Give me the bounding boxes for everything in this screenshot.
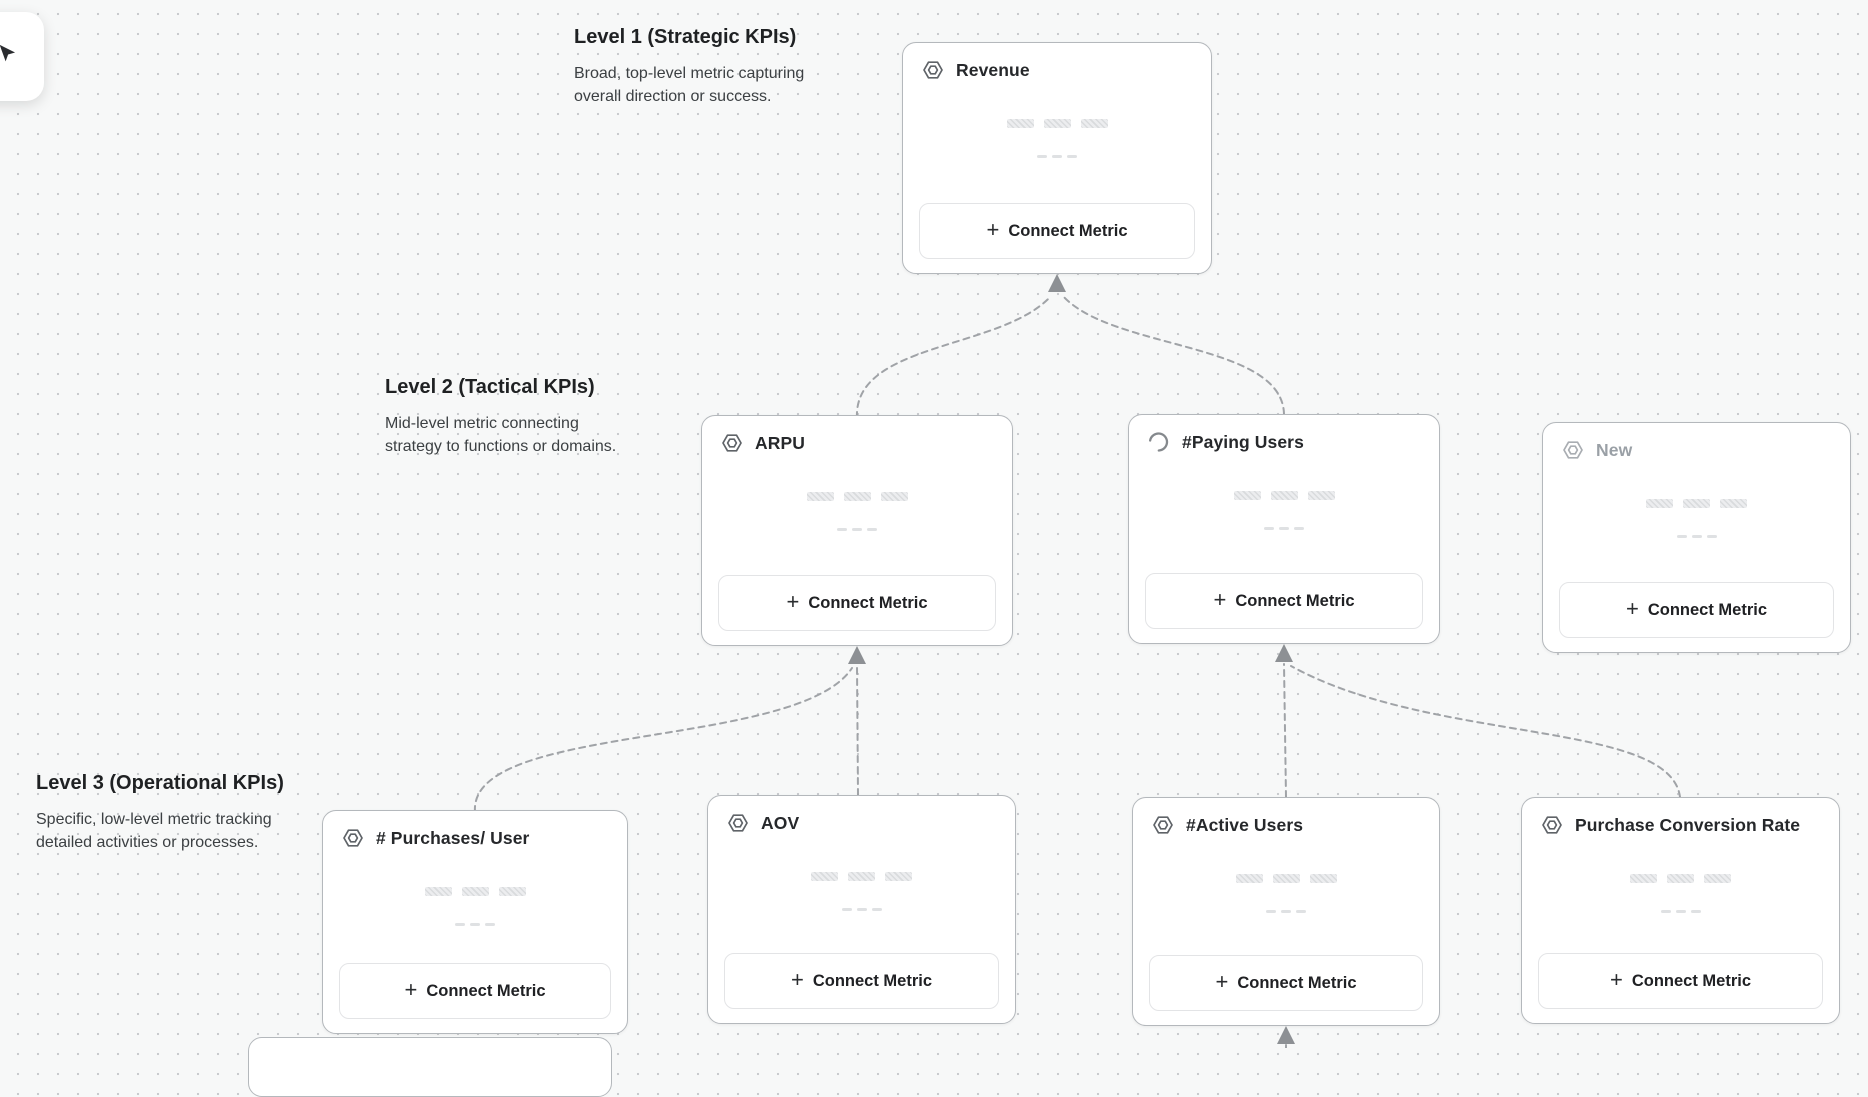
plus-icon: +	[1609, 967, 1623, 992]
metric-preview-skeleton	[1133, 874, 1439, 913]
connect-metric-label: Connect Metric	[426, 981, 546, 1000]
connect-metric-button[interactable]: + Connect Metric	[1559, 582, 1834, 638]
edge-arpu-to-revenue[interactable]	[855, 295, 1052, 419]
card-header: ARPU	[720, 431, 1000, 455]
metric-card-title: Purchase Conversion Rate	[1575, 814, 1801, 835]
hexagon-metric-icon	[1540, 813, 1564, 837]
cursor-icon	[0, 45, 16, 62]
connect-metric-label: Connect Metric	[1647, 600, 1768, 619]
metric-card-title: #Active Users	[1186, 814, 1304, 835]
metric-preview-skeleton	[903, 119, 1211, 158]
metric-preview-skeleton	[1522, 874, 1839, 913]
arrowhead-into-active-users	[1277, 1026, 1295, 1044]
hexagon-metric-icon	[720, 431, 744, 455]
card-header: #Paying Users	[1147, 430, 1427, 454]
level-3-label: Level 3 (Operational KPIs) Specific, low…	[36, 772, 321, 854]
metric-preview-skeleton	[708, 872, 1015, 911]
connect-metric-label: Connect Metric	[1237, 973, 1357, 992]
connect-metric-button[interactable]: + Connect Metric	[1538, 953, 1823, 1009]
metric-card-title: New	[1596, 439, 1633, 460]
plus-icon: +	[1213, 587, 1227, 612]
metric-preview-skeleton	[702, 492, 1012, 531]
metric-preview-skeleton	[1543, 499, 1850, 538]
card-header: Purchase Conversion Rate	[1540, 813, 1827, 837]
hexagon-metric-icon	[726, 811, 750, 835]
level-2-label: Level 2 (Tactical KPIs) Mid-level metric…	[385, 376, 645, 458]
level-3-description: Specific, low-level metric tracking deta…	[36, 811, 272, 851]
card-header: #Active Users	[1151, 813, 1427, 837]
metric-card-title: Revenue	[956, 59, 1030, 80]
plus-icon: +	[790, 967, 804, 992]
connect-metric-label: Connect Metric	[1008, 221, 1128, 240]
edge-conversion-rate-to-paying-users[interactable]	[1290, 665, 1681, 798]
metric-card-aov[interactable]: AOV + Connect Metric	[707, 795, 1016, 1024]
arrowhead-into-arpu	[848, 646, 866, 664]
level-2-heading: Level 2 (Tactical KPIs)	[385, 376, 595, 398]
loading-spinner-icon	[1147, 430, 1171, 454]
connect-metric-button[interactable]: + Connect Metric	[724, 953, 999, 1009]
arrowhead-into-paying-users	[1275, 644, 1293, 662]
metric-preview-skeleton	[1129, 491, 1439, 530]
connect-metric-button[interactable]: + Connect Metric	[919, 203, 1195, 259]
connect-metric-label: Connect Metric	[812, 971, 933, 990]
plus-icon: +	[786, 589, 800, 614]
edge-purchases-to-arpu[interactable]	[473, 667, 853, 813]
plus-icon: +	[1215, 969, 1229, 994]
connect-metric-label: Connect Metric	[1631, 971, 1752, 990]
plus-icon: +	[404, 977, 418, 1002]
metric-card-new[interactable]: New + Connect Metric	[1542, 422, 1851, 653]
connect-metric-button[interactable]: + Connect Metric	[339, 963, 611, 1019]
level-3-heading: Level 3 (Operational KPIs)	[36, 772, 284, 794]
metric-preview-skeleton	[323, 887, 627, 926]
level-1-heading: Level 1 (Strategic KPIs)	[574, 26, 797, 48]
metric-card-title: ARPU	[755, 432, 805, 453]
metric-card-purchase-conversion-rate[interactable]: Purchase Conversion Rate + Connect Metri…	[1521, 797, 1840, 1024]
connector-layer	[473, 274, 1681, 1048]
hexagon-metric-icon	[1151, 813, 1175, 837]
metric-card-paying-users[interactable]: #Paying Users + Connect Metric	[1128, 414, 1440, 644]
hexagon-metric-icon	[341, 826, 365, 850]
card-header: New	[1561, 438, 1838, 462]
plus-icon: +	[1625, 596, 1639, 621]
metric-card-title: # Purchases/ User	[376, 827, 530, 848]
connect-metric-label: Connect Metric	[808, 593, 928, 612]
connect-metric-button[interactable]: + Connect Metric	[1145, 573, 1423, 629]
card-header: # Purchases/ User	[341, 826, 615, 850]
metric-card-partial-offscreen[interactable]	[248, 1037, 612, 1097]
edge-paying-users-to-revenue[interactable]	[1062, 295, 1285, 415]
connect-metric-label: Connect Metric	[1235, 591, 1355, 610]
metric-card-title: AOV	[761, 812, 800, 833]
connect-metric-button[interactable]: + Connect Metric	[718, 575, 996, 631]
arrowhead-into-revenue	[1048, 274, 1066, 292]
edge-active-users-to-paying-users[interactable]	[1283, 663, 1287, 798]
edge-aov-to-arpu[interactable]	[856, 665, 859, 796]
level-1-description: Broad, top-level metric capturing overal…	[574, 65, 805, 105]
metric-card-purchases-per-user[interactable]: # Purchases/ User + Connect Metric	[322, 810, 628, 1034]
plus-icon: +	[986, 217, 1000, 242]
metric-card-active-users[interactable]: #Active Users + Connect Metric	[1132, 797, 1440, 1026]
connect-metric-button[interactable]: + Connect Metric	[1149, 955, 1423, 1011]
metric-card-arpu[interactable]: ARPU + Connect Metric	[701, 415, 1013, 646]
card-header: AOV	[726, 811, 1003, 835]
hexagon-metric-icon	[921, 58, 945, 82]
canvas-toolbar-panel[interactable]	[0, 12, 44, 101]
hexagon-metric-icon	[1561, 438, 1585, 462]
card-header: Revenue	[921, 58, 1199, 82]
metric-card-revenue[interactable]: Revenue + Connect Metric	[902, 42, 1212, 274]
level-1-label: Level 1 (Strategic KPIs) Broad, top-leve…	[574, 26, 846, 108]
metric-card-title: #Paying Users	[1182, 431, 1304, 452]
level-2-description: Mid-level metric connecting strategy to …	[385, 415, 617, 455]
